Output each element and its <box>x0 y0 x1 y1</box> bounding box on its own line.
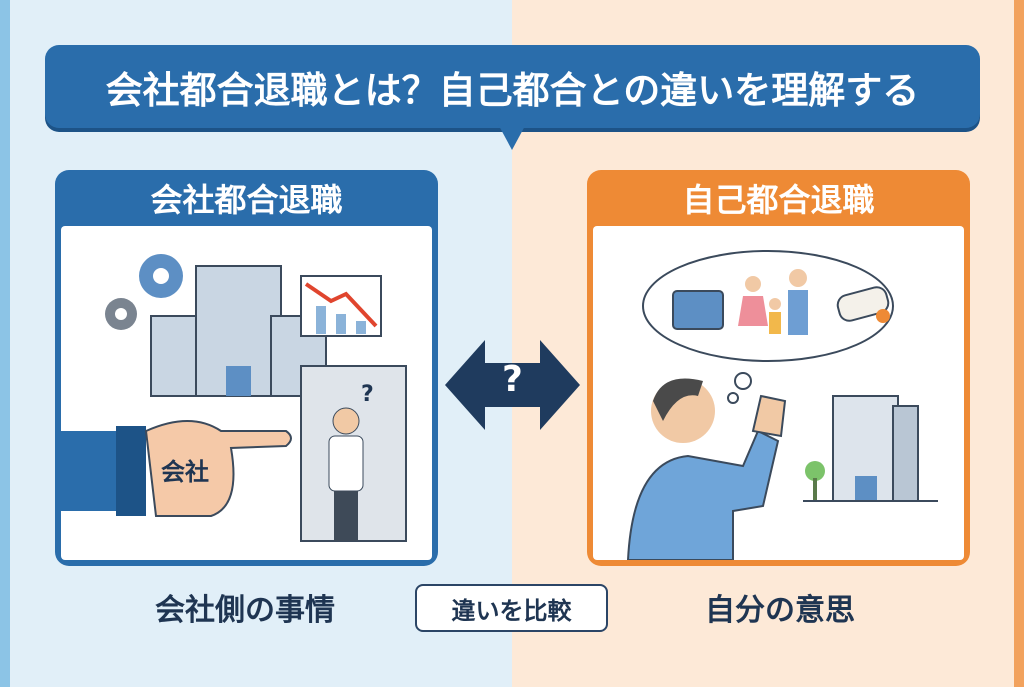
self-reason-caption: 自分の意思 <box>705 593 855 628</box>
gear-icon <box>105 298 137 330</box>
self-reason-heading: 自己都合退職 <box>682 181 875 219</box>
company-reason-caption: 会社側の事情 <box>155 593 335 628</box>
company-illustration: ? <box>61 254 407 542</box>
gear-icon <box>139 254 183 298</box>
diploma-icon <box>836 286 890 323</box>
waving-man-icon <box>626 378 787 560</box>
company-reason-heading: 会社都合退職 <box>150 181 343 219</box>
building-icon <box>150 265 327 397</box>
thought-bubble-icon <box>642 250 894 404</box>
briefcase-icon <box>672 290 724 330</box>
double-arrow-icon <box>445 340 580 430</box>
family-icon <box>738 269 808 335</box>
pointing-hand-icon <box>61 420 292 517</box>
svg-text:?: ? <box>361 382 374 407</box>
question-mark: ? <box>502 359 523 400</box>
self-illustration <box>626 250 938 560</box>
hand-label: 会社 <box>161 458 209 486</box>
self-reason-card: 自己都合退職 <box>587 170 970 566</box>
compare-badge: 違いを比較 <box>415 584 608 632</box>
title-pointer <box>498 124 526 150</box>
company-reason-card: 会社都合退職 ? <box>55 170 438 566</box>
worried-employee-icon: ? <box>328 382 374 541</box>
page-title: 会社都合退職とは？自己都合との違いを理解する <box>45 45 980 128</box>
office-building-icon <box>803 395 938 502</box>
comparison-arrow: ? <box>445 335 580 439</box>
declining-chart-icon <box>300 275 382 337</box>
